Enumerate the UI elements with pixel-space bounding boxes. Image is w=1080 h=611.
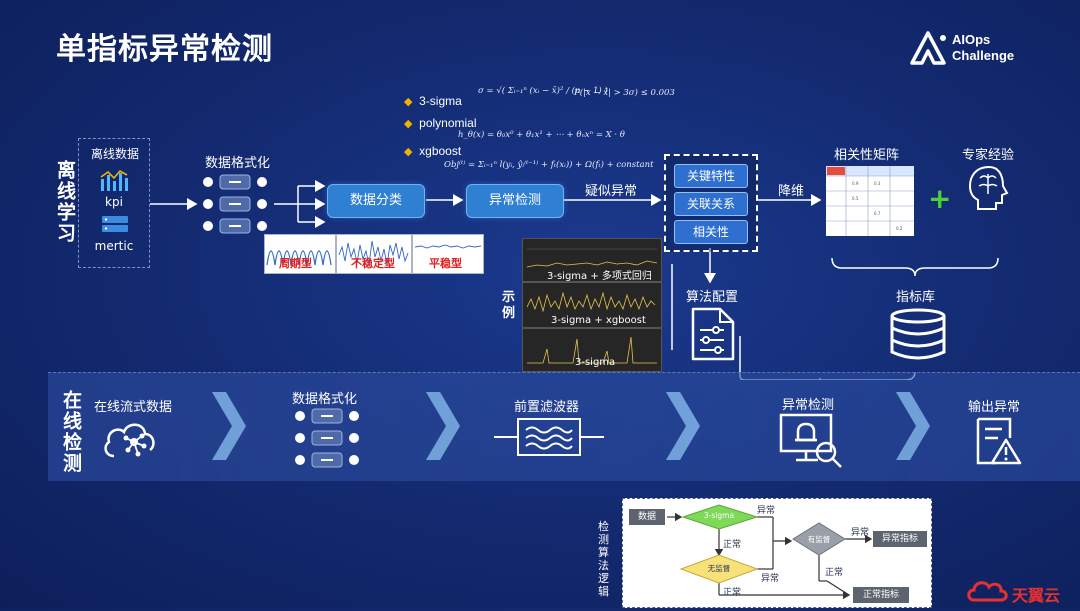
- unstable-type-label: 不稳定型: [351, 257, 395, 270]
- sigma-formula: σ = √( Σᵢ₌₁ⁿ (xᵢ − x̄)² / (n − 1) ): [478, 86, 608, 96]
- logic-node-unsupervised: 无监督: [707, 564, 731, 573]
- unstable-series-thumb: 不稳定型: [336, 234, 412, 274]
- periodic-type-label: 周期型: [279, 257, 312, 270]
- stable-type-label: 平稳型: [429, 257, 462, 270]
- bullet-icon: ◆: [404, 118, 413, 130]
- svg-text:0.7: 0.7: [874, 211, 881, 216]
- corr-matrix-label: 相关性矩阵: [834, 148, 900, 163]
- output-anomaly-label: 输出异常: [968, 400, 1021, 415]
- online-format-label: 数据格式化: [292, 392, 358, 407]
- logo-line2: Challenge: [952, 48, 1015, 63]
- brain-head-icon: [968, 165, 1009, 210]
- example-chart-sigma-label: 3-sigma: [575, 357, 616, 368]
- offline-format-icon: [203, 174, 267, 234]
- feature-box: 关键特性 关联关系 相关性: [664, 154, 758, 252]
- xgboost-formula: Obj⁽ᵗ⁾ = Σᵢ₌₁ⁿ l(yᵢ, ŷᵢ⁽ᵗ⁻¹⁾ + fₜ(xᵢ)) +…: [444, 160, 654, 170]
- page-title: 单指标异常检测: [56, 32, 273, 67]
- database-icon: [890, 308, 946, 360]
- algo-config-label: 算法配置: [686, 290, 739, 305]
- logic-edge-normal-3: 正常: [825, 568, 844, 578]
- online-section-label: 在线检测: [60, 390, 82, 474]
- cloud-network-icon: [104, 423, 155, 458]
- kpi-label: kpi: [105, 195, 123, 209]
- logo-line1: AIOps: [952, 32, 991, 47]
- alarm-monitor-icon: [779, 413, 842, 468]
- plus-icon: +: [928, 182, 952, 215]
- stable-wave-chart: [414, 244, 482, 249]
- online-format-icon: [295, 408, 359, 468]
- config-document-icon: [691, 307, 735, 361]
- logic-edge-normal-2: 正常: [723, 588, 742, 598]
- example-chart-sigma-plot: [527, 336, 657, 364]
- classify-button[interactable]: 数据分类: [327, 184, 425, 218]
- online-detect-label: 异常检测: [782, 398, 835, 413]
- example-chart-poly: 3-sigma + 多项式回归: [522, 238, 662, 282]
- logic-node-3sigma: 3-sigma: [703, 511, 735, 520]
- example-chart-poly-label: 3-sigma + 多项式回归: [547, 271, 652, 282]
- expert-label: 专家经验: [962, 148, 1015, 163]
- svg-text:0.2: 0.2: [896, 226, 903, 231]
- periodic-wave-chart: [266, 250, 332, 266]
- example-chart-poly-plot: [526, 248, 658, 268]
- logic-flowchart-lines: [667, 504, 873, 600]
- stream-data-label: 在线流式数据: [94, 400, 173, 415]
- logic-node-supervised: 有监督: [807, 535, 831, 544]
- online-band: [48, 372, 1080, 481]
- offline-data-title: 离线数据: [90, 147, 139, 161]
- feature-chip-corr: 相关性: [674, 220, 748, 244]
- algo-item-xgboost: ◆ xgboost: [404, 144, 462, 158]
- svg-text:0.5: 0.5: [852, 196, 859, 201]
- logic-edge-abnormal-3: 异常: [851, 528, 870, 538]
- reduce-dimension-label: 降维: [778, 184, 805, 199]
- offline-section-label: 离线学习: [54, 160, 76, 244]
- tianyi-cloud-brand: 天翼云: [1012, 586, 1061, 605]
- example-chart-xgboost: 3-sigma + xgboost: [522, 282, 662, 328]
- offline-data-box: 离线数据 kpi mertic: [78, 138, 150, 268]
- svg-text:0.9: 0.9: [852, 181, 859, 186]
- logic-edge-abnormal-1: 异常: [757, 506, 776, 516]
- sigma-probability: P(|x − x̄| > 3σ) ≤ 0.003: [574, 88, 675, 98]
- detect-button[interactable]: 异常检测: [466, 184, 564, 218]
- algo-item-polynomial: ◆ polynomial: [404, 116, 477, 130]
- suspect-anomaly-label: 疑似异常: [585, 184, 638, 199]
- unstable-wave-chart: [338, 240, 409, 266]
- periodic-series-thumb: 周期型: [264, 234, 336, 274]
- online-flow-chevrons: [212, 392, 930, 460]
- metric-server-icon: [102, 216, 128, 232]
- example-chart-xgboost-plot: [526, 291, 656, 313]
- example-chart-xgboost-label: 3-sigma + xgboost: [551, 315, 646, 326]
- logic-edge-abnormal-2: 异常: [761, 574, 780, 584]
- logic-section-label: 检测算法逻辑: [598, 520, 609, 598]
- metric-label: mertic: [94, 239, 134, 253]
- logic-edge-normal-1: 正常: [723, 540, 742, 550]
- algo-item-3sigma: ◆ 3-sigma: [404, 94, 462, 108]
- kpi-chart-icon: [100, 169, 128, 191]
- bullet-icon: ◆: [404, 146, 413, 158]
- corr-matrix-grid: 0.9 0.3 0.5 0.7 0.2: [826, 166, 914, 236]
- logic-out-abnormal: 异常指标: [873, 531, 927, 547]
- offline-format-label: 数据格式化: [205, 156, 271, 171]
- feature-chip-relation: 关联关系: [674, 192, 748, 216]
- tianyi-cloud-logo-icon: [967, 581, 1008, 602]
- aiops-logo-icon: [910, 31, 946, 65]
- aiops-logo: [908, 30, 948, 66]
- feature-chip-key: 关键特性: [674, 164, 748, 188]
- bullet-icon: ◆: [404, 96, 413, 108]
- detection-logic-panel: 数据 3-sigma 无监督 有监督 异常指标 正常指标 异常 正常 异常 正常…: [622, 498, 932, 608]
- example-chart-sigma: 3-sigma: [522, 328, 662, 372]
- logic-out-normal: 正常指标: [853, 587, 909, 603]
- example-label: 示例: [502, 290, 516, 321]
- corr-matrix-table: 0.9 0.3 0.5 0.7 0.2: [826, 166, 914, 236]
- metric-lib-label: 指标库: [896, 290, 936, 305]
- filter-wave-icon: [494, 418, 604, 456]
- logic-node-data: 数据: [629, 509, 665, 525]
- stable-series-thumb: 平稳型: [412, 234, 484, 274]
- output-report-icon: [976, 417, 1022, 465]
- svg-text:0.3: 0.3: [874, 181, 881, 186]
- aiops-logo-text: AIOps Challenge: [952, 32, 1014, 64]
- pre-filter-label: 前置滤波器: [514, 400, 580, 415]
- polynomial-formula: h_θ(x) = θ₀x⁰ + θ₁x¹ + ⋯ + θₙxⁿ = X · θ: [458, 130, 625, 140]
